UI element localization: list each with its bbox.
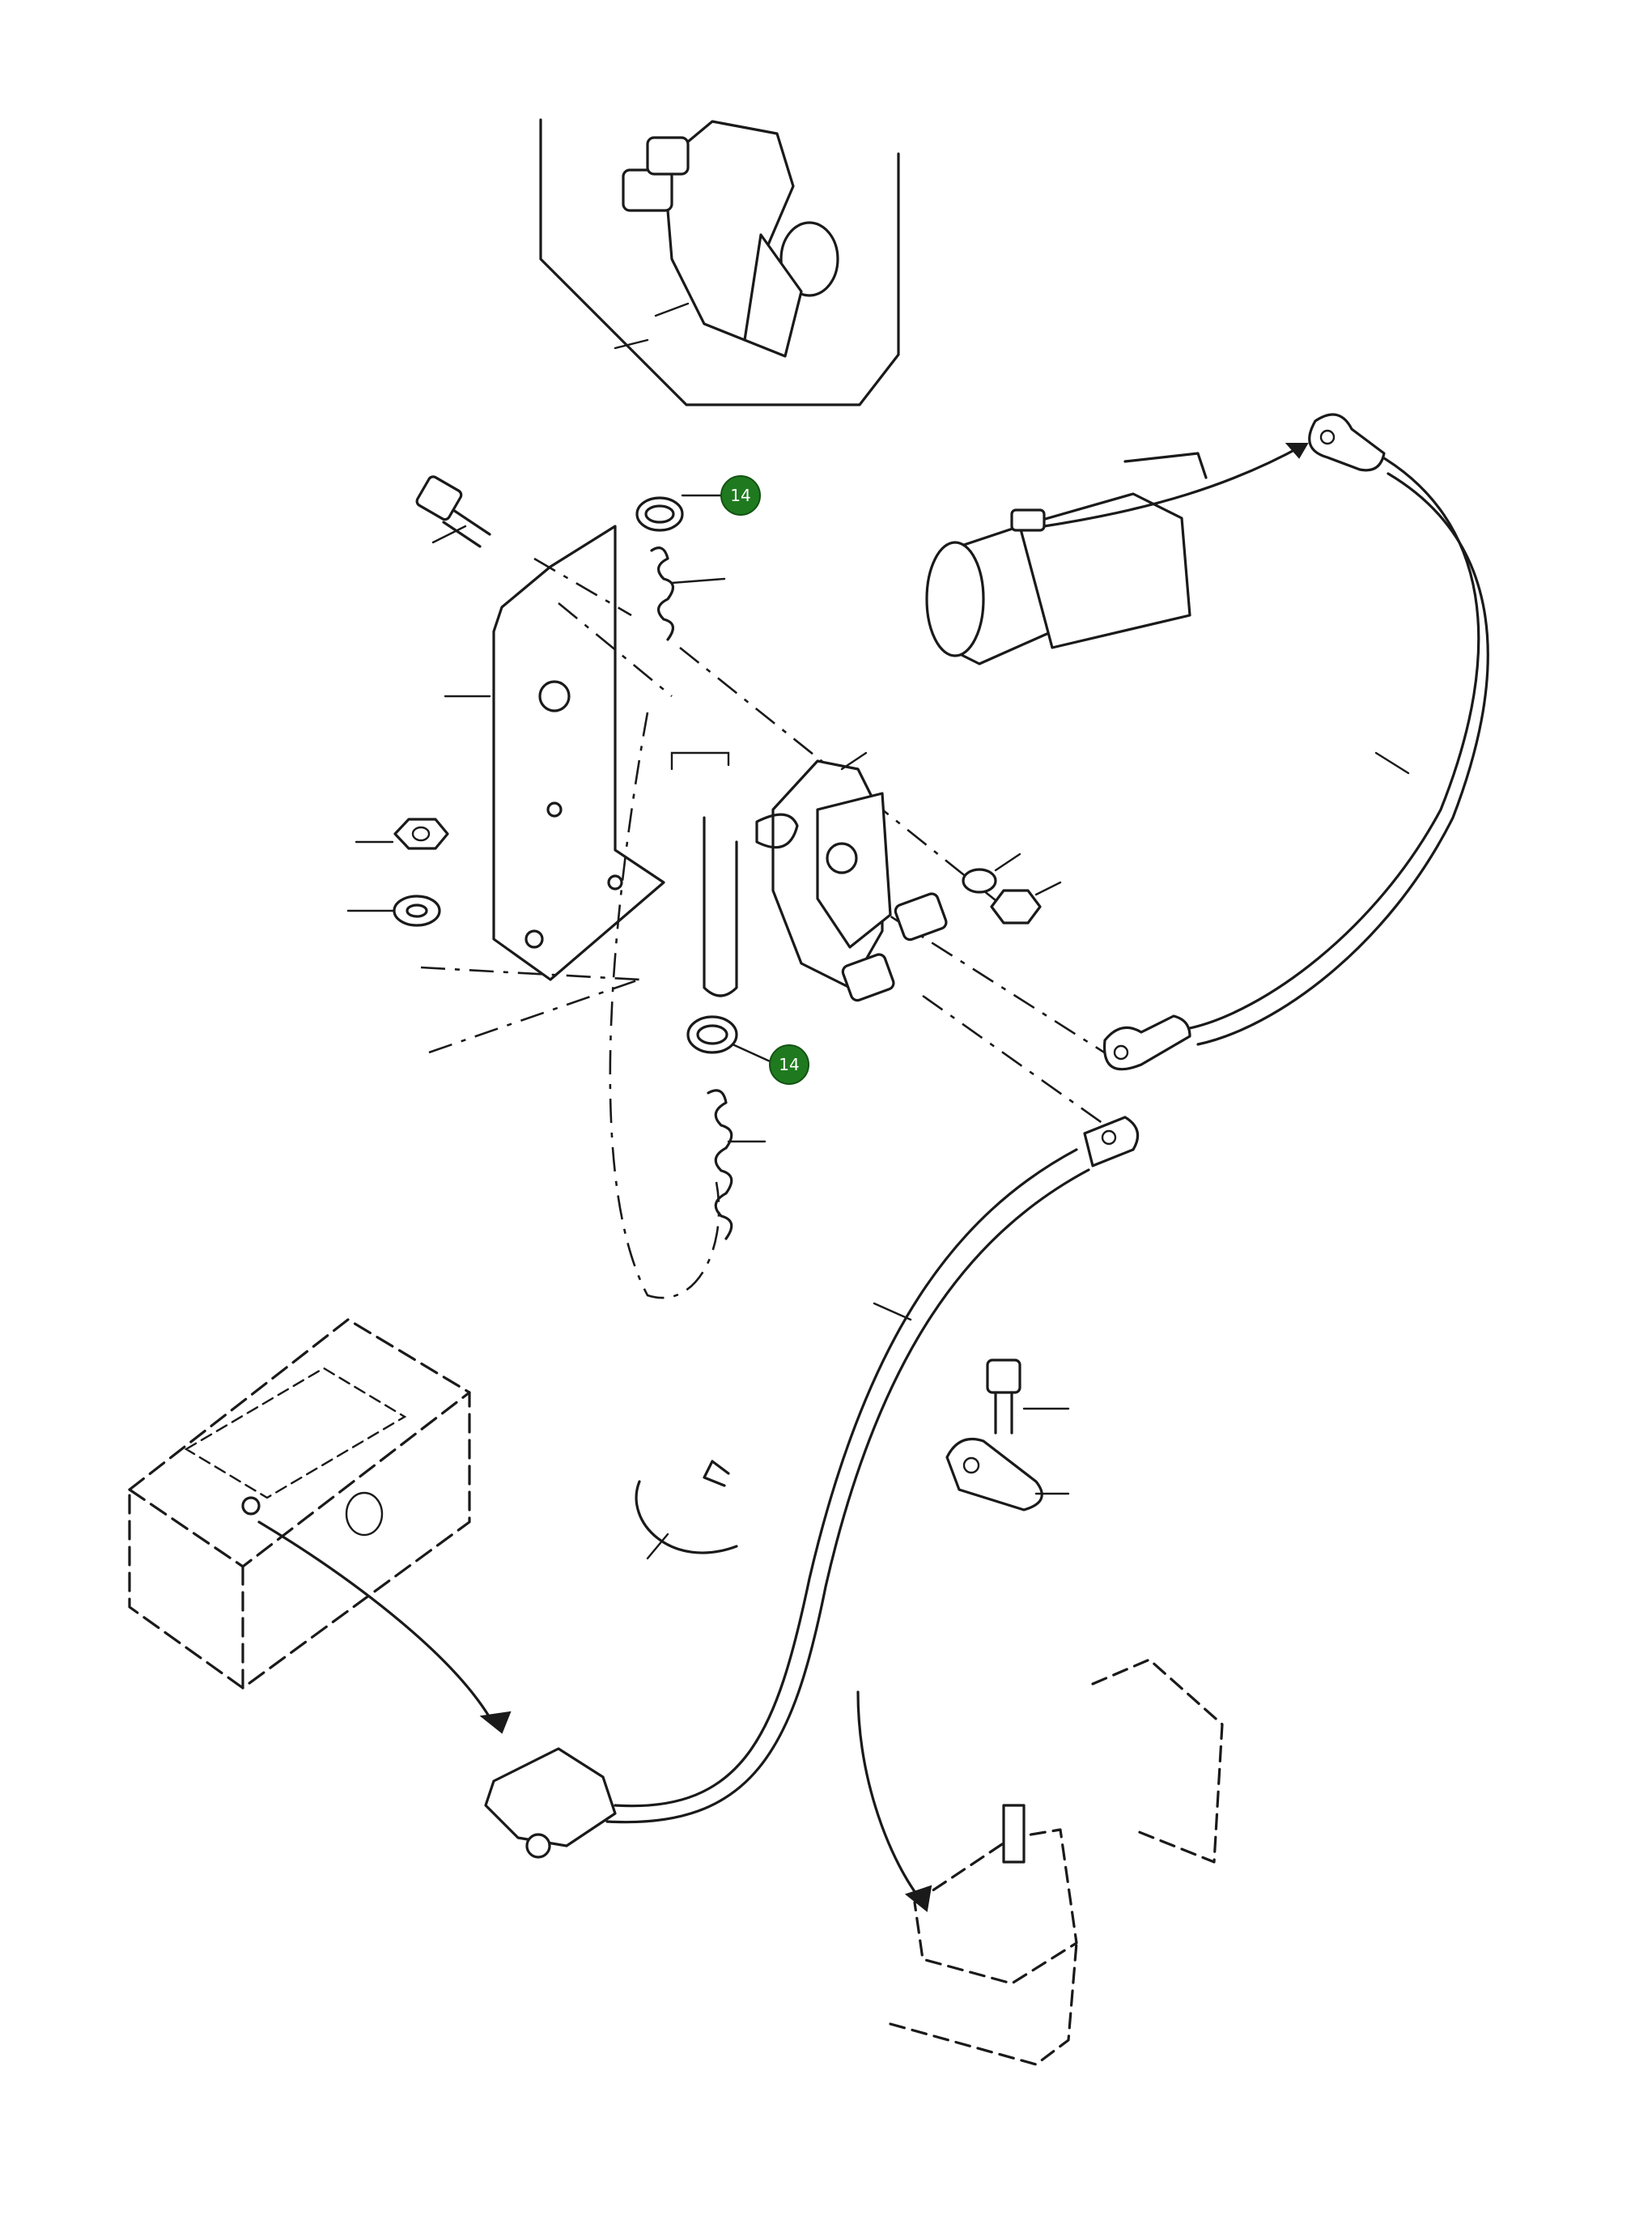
callout-14-bottom[interactable]: 14 [769,1044,809,1085]
bolt-terminal [945,1358,1070,1511]
inset-isolator-switch [539,118,900,406]
chain-top [650,546,726,641]
battery [128,1318,471,1690]
nut-washer-right [962,852,1062,925]
arrow-starter [1043,443,1309,528]
engine-mount [856,1658,1224,2066]
cable-upper [1102,413,1489,1071]
sealing-ring-top [635,494,730,532]
nut-washer-left [346,818,449,927]
starter-motor [925,452,1208,665]
cable-lower [484,1116,1140,1859]
retaining-clip [635,1460,738,1560]
callout-14-top[interactable]: 14 [720,475,761,516]
callout-14-bottom-label: 14 [779,1055,799,1074]
arrow-battery [257,1520,512,1734]
solenoid-relay [670,751,948,1002]
mounting-bracket [444,525,665,981]
callout-14-top-label: 14 [730,486,750,505]
bolt [415,475,491,548]
sealing-ring-bottom [686,1015,779,1066]
chain-bottom [707,1089,767,1240]
